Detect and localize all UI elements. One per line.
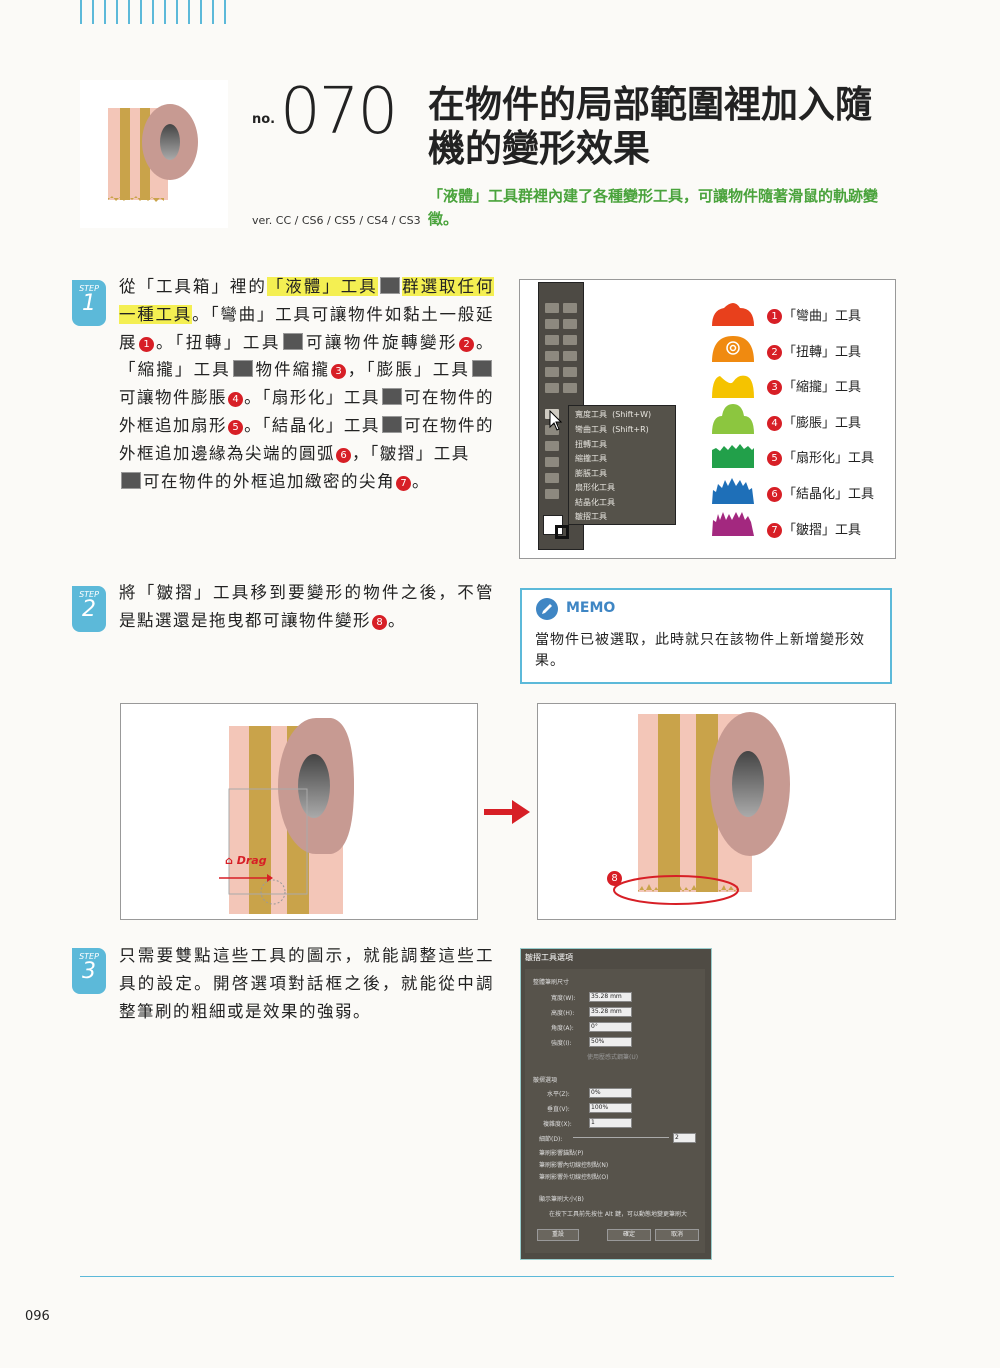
flyout-item[interactable]: 皺摺工具 (575, 512, 607, 521)
legend-bloat: 4「膨脹」工具 (766, 412, 861, 431)
bloat-tool-icon (472, 360, 493, 378)
liquify-flyout-menu: 寬度工具 (Shift+W) 彎曲工具 (Shift+R) 扭轉工具 縮攏工具 … (568, 405, 676, 525)
memo-text: 當物件已被選取，此時就只在該物件上新增變形效果。 (535, 632, 865, 669)
crystallize-shape (712, 478, 754, 504)
flyout-item[interactable]: 結晶化工具 (575, 498, 615, 507)
angle-field[interactable]: 0° (589, 1022, 632, 1032)
complexity-field[interactable]: 1 (589, 1118, 632, 1128)
footer-divider (80, 1276, 894, 1277)
step-1-text: 從「工具箱」裡的「液體」工具群選取任何一種工具。「彎曲」工具可讓物件如黏土一般延… (119, 277, 495, 491)
step-2-badge: STEP 2 (72, 586, 106, 632)
version-info: ver. CC / CS6 / CS5 / CS4 / CS3 (252, 214, 421, 227)
in-tangent-checkbox[interactable]: 筆刷影響內切線控制點(N) (539, 1162, 609, 1169)
scallop-shape (712, 444, 754, 468)
header-decoration (80, 0, 226, 24)
warp-shape (712, 303, 754, 326)
flyout-item[interactable]: 寬度工具 (Shift+W) (575, 410, 652, 419)
legend-warp: 1「彎曲」工具 (766, 305, 861, 324)
wrinkle-tool-options-dialog: 皺摺工具選項 整體筆刷尺寸 寬度(W): 35.28 mm 高度(H): 35.… (520, 948, 712, 1260)
step-1-badge: STEP 1 (72, 280, 106, 326)
tape-after-icon (613, 712, 790, 905)
wrinkle-tool-icon (121, 471, 141, 489)
after-illustration: 8 (537, 703, 896, 920)
liquify-effect-shapes (712, 303, 754, 536)
flyout-item[interactable]: 膨脹工具 (575, 469, 607, 478)
height-field[interactable]: 35.28 mm (589, 1007, 632, 1017)
intensity-field[interactable]: 50% (589, 1037, 632, 1047)
arrow-right-icon (484, 800, 530, 824)
legend-twirl: 2「扭轉」工具 (766, 341, 861, 360)
page-subtitle: 「液體」工具群裡內建了各種變形工具，可讓物件隨著滑鼠的軌跡變徵。 (428, 187, 879, 228)
tape-roll-icon (108, 104, 198, 202)
detail-field[interactable]: 2 (673, 1133, 696, 1143)
width-field[interactable]: 35.28 mm (589, 992, 632, 1002)
article-number: 070 (280, 75, 398, 149)
horizontal-field[interactable]: 0% (589, 1088, 632, 1098)
flyout-item[interactable]: 扇形化工具 (575, 483, 615, 492)
pucker-tool-icon (232, 360, 253, 378)
bloat-shape (712, 404, 754, 434)
mouse-icon: ⌂ (225, 854, 233, 867)
drag-label: ⌂ Drag (225, 854, 267, 867)
out-tangent-checkbox[interactable]: 筆刷影響外切線控制點(O) (539, 1174, 609, 1181)
show-size-checkbox[interactable]: 顯示筆刷大小(B) (539, 1196, 584, 1203)
dialog-title: 皺摺工具選項 (525, 953, 573, 962)
legend-scallop: 5「扇形化」工具 (766, 447, 874, 466)
scallop-tool-icon (381, 388, 402, 406)
page-number: 096 (25, 1309, 50, 1324)
step-3-text: 只需要雙點這些工具的圖示，就能調整這些工具的設定。開啓選項對話框之後，就能從中調… (119, 946, 494, 1021)
reset-button[interactable]: 重設 (537, 1229, 579, 1241)
mouse-cursor-icon (549, 410, 563, 431)
detail-checkbox[interactable]: 細節(D): (539, 1136, 563, 1143)
pucker-shape (712, 375, 754, 398)
legend-crystallize: 6「結晶化」工具 (766, 483, 874, 502)
twirl-shape (712, 336, 754, 362)
memo-title: MEMO (566, 600, 616, 616)
step-3-badge: STEP 3 (72, 948, 106, 994)
marker-8: 8 (606, 867, 623, 886)
ok-button[interactable]: 確定 (607, 1229, 651, 1241)
liquify-tool-icon (379, 277, 400, 294)
tip-text: 在按下工具前先按住 Alt 鍵，可以動態地變更筆刷大 (549, 1211, 687, 1218)
crystallize-tool-icon (381, 415, 402, 433)
before-illustration: ⌂ Drag (120, 703, 478, 920)
twirl-tool-icon (282, 332, 303, 350)
flyout-item[interactable]: 縮攏工具 (575, 454, 607, 463)
number-prefix: no. (252, 112, 276, 127)
pencil-icon (536, 598, 558, 620)
memo-box (520, 588, 892, 684)
wrinkle-shape (712, 512, 754, 536)
pressure-checkbox[interactable]: 使用壓感式鋼筆(U) (587, 1054, 639, 1061)
hero-tape-image (80, 80, 228, 228)
cancel-button[interactable]: 取消 (655, 1229, 699, 1241)
flyout-item[interactable]: 扭轉工具 (575, 440, 607, 449)
tape-before-icon (219, 718, 354, 914)
anchor-checkbox[interactable]: 筆刷影響錨點(P) (539, 1150, 584, 1157)
flyout-item[interactable]: 彎曲工具 (Shift+R) (575, 425, 649, 434)
dialog-body: 整體筆刷尺寸 寬度(W): 35.28 mm 高度(H): 35.28 mm 角… (525, 969, 705, 1253)
legend-wrinkle: 7「皺摺」工具 (766, 519, 861, 538)
detail-slider[interactable] (573, 1137, 669, 1138)
legend-pucker: 3「縮攏」工具 (766, 376, 861, 395)
vertical-field[interactable]: 100% (589, 1103, 632, 1113)
page-title: 在物件的局部範圍裡加入隨機的變形效果 (428, 82, 872, 170)
